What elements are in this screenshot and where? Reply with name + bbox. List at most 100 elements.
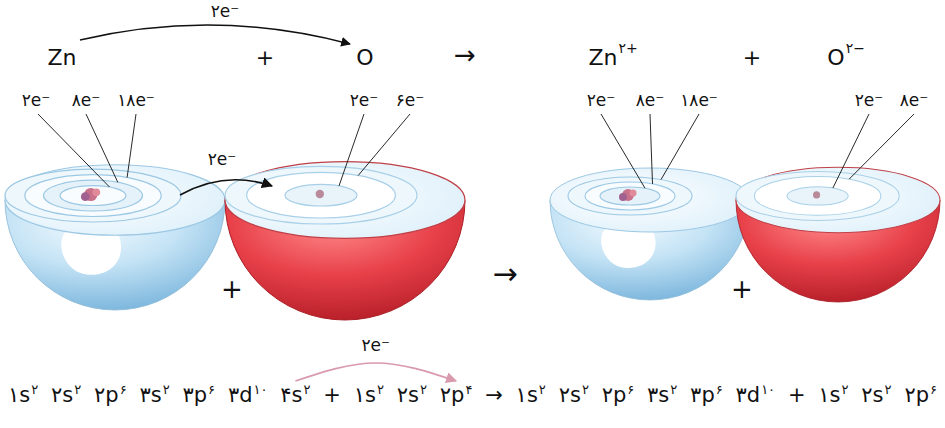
- equation-symbol: +: [788, 382, 806, 409]
- zinc-ion-hemisphere: [619, 193, 627, 201]
- orbital-electron-count: ۲: [539, 382, 546, 397]
- orbital-label: ۱s: [818, 383, 840, 407]
- leader-line: [358, 114, 410, 176]
- orbital-term: ۲p۴: [440, 382, 473, 409]
- equation-symbol: +: [323, 382, 341, 409]
- orbital-term: ۴s۲: [280, 382, 310, 409]
- shell-electron-count: ۸e⁻: [72, 90, 101, 110]
- shell-electron-count: ۲e⁻: [22, 90, 51, 110]
- leader-lines: [38, 114, 914, 188]
- orbital-electron-count: ۲: [31, 382, 38, 397]
- orbital-term: ۳p۶: [690, 382, 723, 409]
- shell-electron-count: ۲e⁻: [855, 90, 884, 110]
- shell-electron-count: ۱۸e⁻: [117, 90, 155, 110]
- orbital-label: ۱s: [516, 383, 538, 407]
- zinc-ion-hemisphere: [600, 187, 660, 205]
- zinc-ion-hemisphere: [550, 168, 750, 300]
- leader-line: [86, 114, 118, 182]
- shell-electron-count: ۲e⁻: [587, 90, 616, 110]
- leader-line: [38, 114, 110, 187]
- shell-electron-count: ۶e⁻: [396, 90, 425, 110]
- leader-line: [127, 114, 136, 178]
- shell-electron-count: ۸e⁻: [636, 90, 665, 110]
- oxygen-atom-hemisphere: [225, 166, 417, 224]
- leader-line: [650, 114, 653, 184]
- plus-sign: +: [731, 274, 753, 305]
- orbital-electron-count: ۲: [842, 382, 849, 397]
- electron-transfer-label: ۲e⁻: [358, 335, 393, 355]
- orbital-electron-count: ۶: [627, 382, 634, 397]
- orbital-label: ۲p: [440, 383, 465, 407]
- orbital-electron-count: ۴: [465, 382, 472, 397]
- orbital-term: ۲s۲: [51, 382, 81, 409]
- zinc-atom-hemisphere: [5, 165, 225, 310]
- orbital-electron-count: ۲: [304, 382, 311, 397]
- charge-superscript: ۲−: [846, 40, 865, 57]
- orbital-electron-count: ۶: [120, 382, 127, 397]
- orbital-label: ۱s: [8, 383, 30, 407]
- orbital-term: ۲s۲: [397, 382, 427, 409]
- leader-line: [339, 114, 364, 186]
- electron-configuration-row: ۱s۲۲s۲۲p۶۳s۲۳p۶۳d۱۰۴s۲+۱s۲۲s۲۲p۴→۱s۲۲s۲۲…: [8, 382, 937, 409]
- reaction-arrow: →: [454, 40, 476, 71]
- orbital-term: ۳d۱۰: [228, 382, 268, 409]
- orbital-label: ۲s: [559, 383, 581, 407]
- orbital-label: ۳p: [183, 383, 208, 407]
- zinc-ion-hemisphere: [568, 177, 692, 215]
- oxygen-atom-hemisphere: [285, 184, 357, 206]
- orbital-electron-count: ۲: [420, 382, 427, 397]
- reaction-arrow: →: [492, 256, 517, 292]
- electron-transfer-arrow: [295, 363, 456, 381]
- orbital-term: ۲p۶: [94, 382, 127, 409]
- shell-electron-count: ۲e⁻: [350, 90, 379, 110]
- orbital-label: ۲p: [602, 383, 627, 407]
- plus-sign: +: [256, 45, 274, 71]
- oxygen-atom-hemisphere: [225, 162, 465, 320]
- orbital-electron-count: ۶: [716, 382, 723, 397]
- oxygen-atom-hemisphere: [247, 172, 396, 218]
- orbital-term: ۲s۲: [861, 382, 891, 409]
- shell-electron-count: ۱۸e⁻: [680, 90, 718, 110]
- orbital-term: ۲p۶: [904, 382, 937, 409]
- zinc-atom-hemisphere: [25, 175, 161, 217]
- orbital-term: ۳s۲: [647, 382, 677, 409]
- electron-transfer-arrow: [80, 25, 350, 44]
- orbital-label: ۲s: [51, 383, 73, 407]
- orbital-label: ۲p: [94, 383, 119, 407]
- shell-electron-count: ۸e⁻: [900, 90, 929, 110]
- orbital-term: ۱s۲: [818, 382, 848, 409]
- charge-superscript: ۲+: [619, 40, 638, 57]
- zinc-ion-hemisphere: [630, 190, 637, 197]
- orbital-term: ۱s۲: [8, 382, 38, 409]
- oxide-ion-hemisphere: [736, 171, 899, 220]
- oxide-ion-hemisphere: [787, 187, 848, 205]
- orbital-electron-count: ۲: [377, 382, 384, 397]
- orbital-term: ۳d۱۰: [736, 382, 776, 409]
- zinc-ion-hemisphere: [585, 182, 675, 210]
- leader-line: [849, 114, 914, 179]
- orbital-label: ۲s: [861, 383, 883, 407]
- orbital-electron-count: ۶: [930, 382, 937, 397]
- orbital-electron-count: ۲: [163, 382, 170, 397]
- plus-sign: +: [743, 45, 761, 71]
- orbital-term: ۳p۶: [183, 382, 216, 409]
- orbital-label: ۳d: [736, 383, 761, 407]
- oxide-ion-hemisphere: [813, 191, 820, 198]
- orbital-term: ۳s۲: [139, 382, 169, 409]
- oxide-ion-hemisphere: [736, 167, 940, 302]
- element-symbol: O: [356, 45, 373, 71]
- orbital-electron-count: ۶: [208, 382, 215, 397]
- electron-transfer-label: ۲e⁻: [208, 1, 243, 21]
- oxygen-atom-hemisphere: [225, 162, 465, 239]
- leader-line: [601, 114, 645, 188]
- orbital-label: ۳d: [228, 383, 253, 407]
- ion-symbol: O: [827, 45, 844, 71]
- orbital-electron-count: ۲: [670, 382, 677, 397]
- zinc-atom-hemisphere: [44, 180, 143, 211]
- orbital-term: ۲p۶: [602, 382, 635, 409]
- orbital-label: ۱s: [354, 383, 376, 407]
- orbital-label: ۴s: [280, 383, 302, 407]
- orbital-label: ۳s: [647, 383, 669, 407]
- element-symbol: Zn: [47, 45, 76, 71]
- equation-symbol: →: [485, 382, 503, 409]
